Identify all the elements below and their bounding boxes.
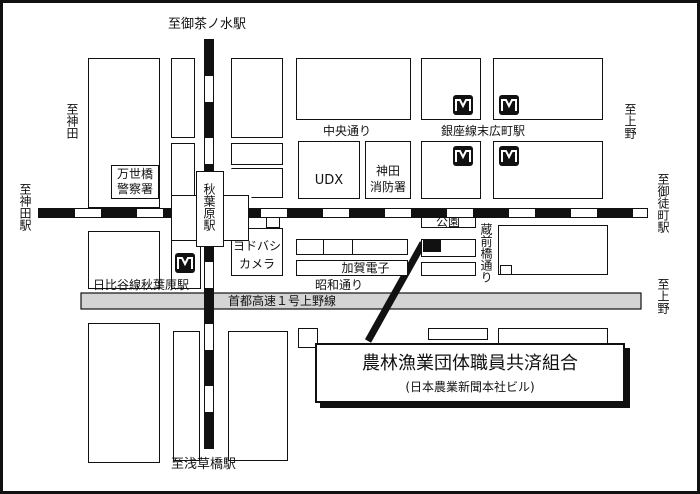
- block: [171, 58, 195, 138]
- block: [323, 239, 353, 255]
- block: [298, 141, 360, 199]
- metro-icon: [453, 95, 473, 115]
- block: [365, 141, 411, 199]
- station-ginza-suehirocho: 銀座線末広町駅: [441, 124, 526, 138]
- metro-icon: [175, 253, 195, 273]
- expressway-label: 首都高速１号上野線: [228, 294, 337, 308]
- direction-okachimachi: 至御徒町駅: [656, 173, 670, 233]
- jr-rail-horizontal: [38, 208, 648, 218]
- direction-asakusabashi: 至浅草橋駅: [171, 457, 237, 472]
- kaga-denshi-label: 加賀電子: [341, 261, 390, 275]
- manseibashi-label-line2: 警察署: [116, 182, 153, 196]
- station-hibiya-akihabara: 日比谷線秋葉原駅: [93, 278, 190, 292]
- yodobashi-label-line2: カメラ: [238, 257, 275, 271]
- block: [231, 143, 283, 165]
- akihabara-station-label: 秋葉原駅: [202, 183, 216, 231]
- destination-name: 農林漁業団体職員共済組合: [362, 353, 578, 374]
- block: [231, 58, 283, 138]
- udx-label: UDX: [314, 173, 344, 188]
- block: [88, 323, 160, 463]
- block: [428, 328, 488, 340]
- direction-ueno-right: 至上野: [656, 278, 670, 314]
- kanda-fire-label-line2: 消防署: [369, 180, 406, 194]
- expressway-band: [80, 292, 642, 310]
- direction-ueno-top: 至上野: [623, 103, 637, 139]
- destination-callout: 農林漁業団体職員共済組合 (日本農業新聞本社ビル): [315, 343, 625, 403]
- akihabara-station-core: [196, 171, 224, 247]
- block: [498, 225, 608, 275]
- yodobashi-label-line1: ヨドバシ: [232, 239, 281, 253]
- block: [296, 260, 408, 276]
- block: [228, 331, 288, 461]
- manseibashi-label-line1: 万世橋: [116, 167, 153, 181]
- street-chuo-dori: 中央通り: [323, 124, 372, 138]
- metro-icon: [453, 146, 473, 166]
- direction-kanda-top: 至神田: [65, 103, 79, 139]
- metro-icon: [499, 146, 519, 166]
- destination-building: [423, 239, 441, 252]
- direction-ochanomizu: 至御茶ノ水駅: [168, 17, 247, 32]
- building-manseibashi: [111, 165, 159, 199]
- street-kuramae-bashi: 蔵前橋通り: [479, 223, 493, 283]
- map-lines: [80, 241, 642, 343]
- pointer-line: [364, 241, 427, 343]
- kanda-fire-label-line1: 神田: [375, 164, 400, 178]
- destination-subname: (日本農業新聞本社ビル): [405, 380, 535, 394]
- metro-icon: [499, 95, 519, 115]
- direction-kanda-station: 至神田駅: [18, 183, 32, 231]
- block: [298, 328, 318, 348]
- street-showa-dori: 昭和通り: [315, 278, 364, 292]
- block: [171, 143, 195, 198]
- block: [88, 231, 160, 289]
- block: [296, 58, 411, 120]
- block: [173, 331, 200, 461]
- block: [500, 265, 512, 275]
- park-label: 公園: [435, 215, 460, 229]
- block: [421, 262, 476, 276]
